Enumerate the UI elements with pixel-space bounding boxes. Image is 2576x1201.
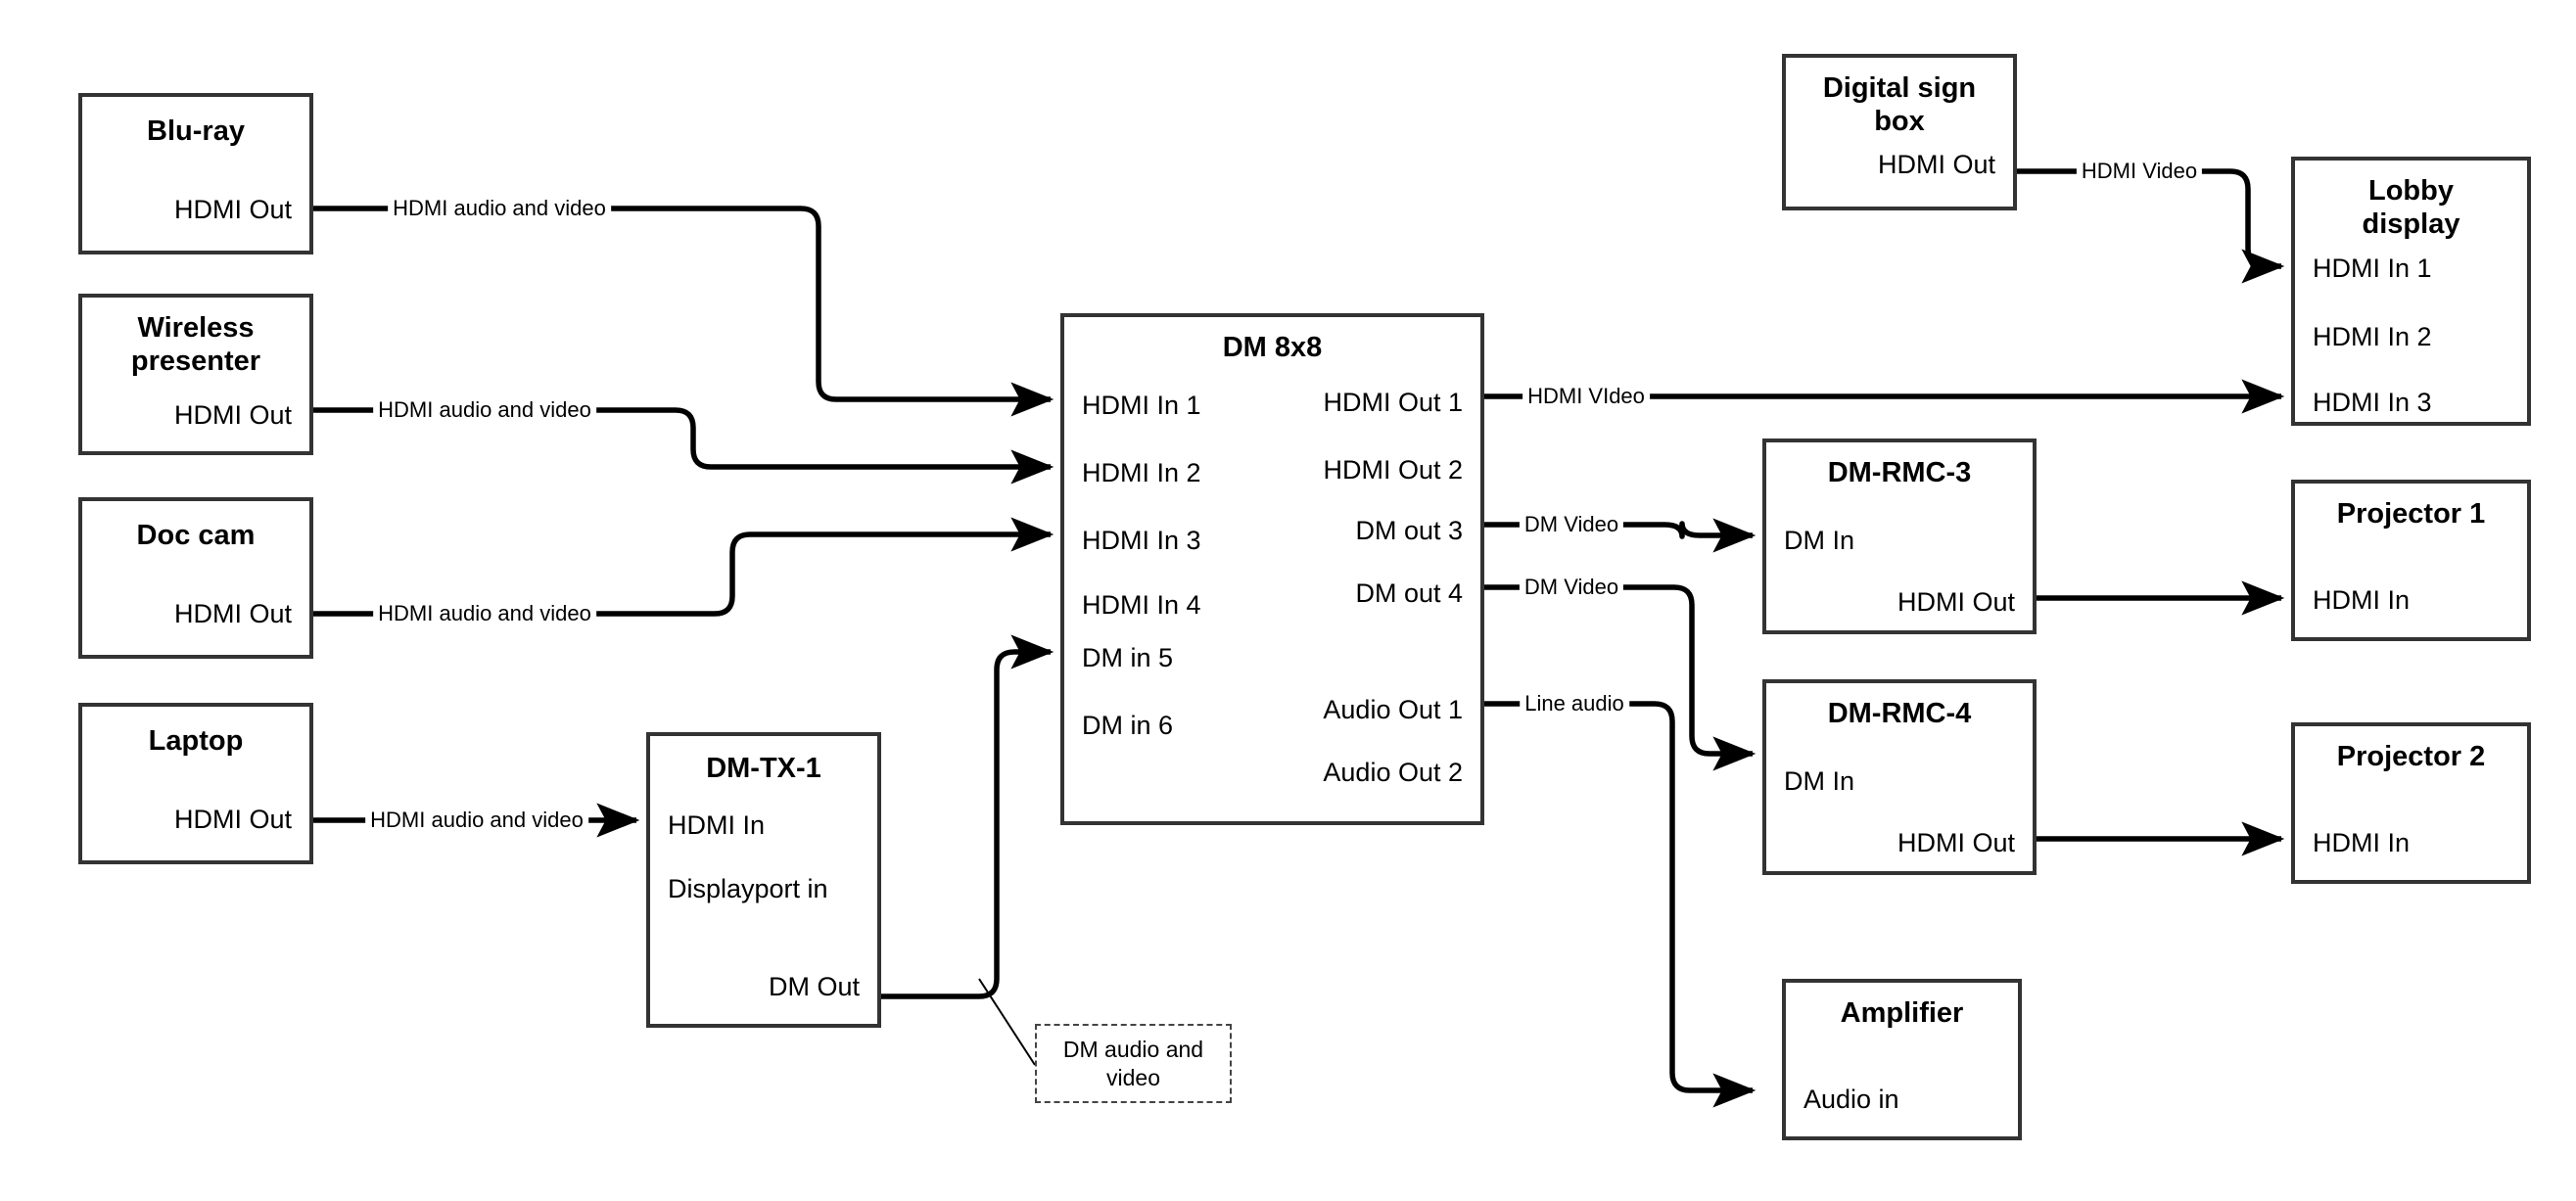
- node-dm-8x8-output-hdmi-out-1: HDMI Out 1: [1323, 388, 1463, 417]
- node-projector-2-port-hdmi-in: HDMI In: [2313, 828, 2411, 857]
- node-projector-2[interactable]: Projector 2 HDMI In: [2291, 722, 2531, 884]
- node-dm-rmc-4-title: DM-RMC-4: [1827, 698, 1972, 729]
- node-projector-2-title: Projector 2: [2336, 741, 2486, 772]
- node-dm-8x8-input-hdmi-in-2: HDMI In 2: [1082, 458, 1201, 487]
- node-amplifier-port-audio-in: Audio in: [1803, 1085, 1899, 1114]
- edge-label-laptop-to-dmtx1: HDMI audio and video: [365, 808, 588, 833]
- node-dm-8x8-input-hdmi-in-3: HDMI In 3: [1082, 526, 1201, 555]
- node-lobby-display-input-hdmi-in-3: HDMI In 3: [2313, 388, 2432, 417]
- node-amplifier[interactable]: Amplifier Audio in: [1782, 979, 2022, 1140]
- node-dm-tx-1-port-dm-out: DM Out: [768, 972, 860, 1001]
- node-wireless-presenter-title: Wireless presenter: [130, 312, 261, 378]
- node-projector-1-title: Projector 1: [2336, 498, 2486, 530]
- edge-label-doccam-to-hdmi-in-3: HDMI audio and video: [373, 601, 596, 626]
- node-dm-rmc-3-title: DM-RMC-3: [1827, 457, 1972, 488]
- node-doc-cam-title: Doc cam: [136, 520, 256, 551]
- node-dm-8x8-input-dm-in-5: DM in 5: [1082, 643, 1174, 672]
- node-dm-tx-1[interactable]: DM-TX-1 HDMI In Displayport in DM Out: [646, 732, 881, 1028]
- node-dm-rmc-3-port-hdmi-out: HDMI Out: [1897, 587, 2015, 617]
- node-dm-rmc-3[interactable]: DM-RMC-3 DM In HDMI Out: [1762, 439, 2037, 634]
- node-wireless-presenter-port-hdmi-out: HDMI Out: [173, 400, 292, 430]
- node-digital-sign-box-title: Digital sign box: [1822, 72, 1977, 138]
- wire-signbox-to-lobby-hdmi-in-1: [2017, 168, 2285, 284]
- node-dm-8x8-output-dm-out-3: DM out 3: [1355, 516, 1463, 545]
- node-lobby-display-input-hdmi-in-2: HDMI In 2: [2313, 322, 2432, 351]
- node-dm-8x8-output-audio-out-2: Audio Out 2: [1323, 758, 1463, 787]
- node-doc-cam-port-hdmi-out: HDMI Out: [173, 599, 292, 628]
- node-digital-sign-box[interactable]: Digital sign box HDMI Out: [1782, 54, 2017, 210]
- node-dm-rmc-3-port-dm-in: DM In: [1784, 526, 1855, 555]
- edge-label-dm-out-3-to-rmc3: DM Video: [1519, 512, 1624, 537]
- node-dm-tx-1-port-displayport-in: Displayport in: [668, 874, 828, 903]
- node-lobby-display-title: Lobby display: [2362, 175, 2460, 241]
- node-amplifier-title: Amplifier: [1840, 997, 1964, 1029]
- node-lobby-display[interactable]: Lobby display HDMI In 1 HDMI In 2 HDMI I…: [2291, 157, 2531, 426]
- wire-bluray-to-hdmi-in-1: [313, 206, 1054, 417]
- node-dm-8x8-input-hdmi-in-4: HDMI In 4: [1082, 590, 1201, 620]
- node-wireless-presenter[interactable]: Wireless presenter HDMI Out: [78, 294, 313, 455]
- node-blu-ray-port-hdmi-out: HDMI Out: [173, 195, 292, 224]
- node-dm-8x8-output-dm-out-4: DM out 4: [1355, 578, 1463, 608]
- node-lobby-display-input-hdmi-in-1: HDMI In 1: [2313, 254, 2432, 283]
- edge-label-dm-out-4-to-rmc4: DM Video: [1519, 575, 1624, 600]
- edge-label-wireless-to-hdmi-in-2: HDMI audio and video: [373, 397, 596, 423]
- node-dm-8x8[interactable]: DM 8x8 HDMI In 1 HDMI In 2 HDMI In 3 HDM…: [1060, 313, 1484, 825]
- node-laptop[interactable]: Laptop HDMI Out: [78, 703, 313, 864]
- node-dm-rmc-4-port-hdmi-out: HDMI Out: [1897, 828, 2015, 857]
- node-dm-8x8-title: DM 8x8: [1222, 332, 1323, 363]
- node-dm-rmc-4-port-dm-in: DM In: [1784, 766, 1855, 796]
- node-dm-8x8-output-hdmi-out-2: HDMI Out 2: [1323, 455, 1463, 485]
- node-blu-ray[interactable]: Blu-ray HDMI Out: [78, 93, 313, 254]
- wire-dmtx1-to-dm-in-5: [881, 634, 1054, 999]
- node-dm-rmc-4[interactable]: DM-RMC-4 DM In HDMI Out: [1762, 679, 2037, 875]
- node-blu-ray-title: Blu-ray: [147, 115, 245, 147]
- wire-audio-out-1-to-amplifier: [1484, 701, 1756, 1108]
- node-dm-tx-1-port-hdmi-in: HDMI In: [668, 810, 766, 840]
- callout-dm-audio-and-video: DM audio and video: [1035, 1024, 1232, 1103]
- edge-label-bluray-to-hdmi-in-1: HDMI audio and video: [388, 196, 611, 221]
- node-projector-1[interactable]: Projector 1 HDMI In: [2291, 480, 2531, 641]
- node-laptop-port-hdmi-out: HDMI Out: [173, 805, 292, 834]
- edge-label-audio-out-1-to-amplifier: Line audio: [1520, 691, 1629, 716]
- node-dm-8x8-output-audio-out-1: Audio Out 1: [1323, 695, 1463, 724]
- node-laptop-title: Laptop: [148, 725, 244, 757]
- edge-label-hdmi-out-1-to-lobby: HDMI VIdeo: [1522, 384, 1650, 409]
- edge-label-signbox-to-lobby: HDMI Video: [2076, 159, 2203, 184]
- node-digital-sign-box-port-hdmi-out: HDMI Out: [1877, 150, 1995, 179]
- node-doc-cam[interactable]: Doc cam HDMI Out: [78, 497, 313, 659]
- node-dm-8x8-input-hdmi-in-1: HDMI In 1: [1082, 391, 1201, 420]
- node-projector-1-port-hdmi-in: HDMI In: [2313, 585, 2411, 615]
- node-dm-8x8-input-dm-in-6: DM in 6: [1082, 711, 1174, 740]
- node-dm-tx-1-title: DM-TX-1: [706, 753, 821, 784]
- wire-dm-out-4-to-rmc4: [1484, 584, 1756, 771]
- callout-leader-line: [978, 978, 1036, 1066]
